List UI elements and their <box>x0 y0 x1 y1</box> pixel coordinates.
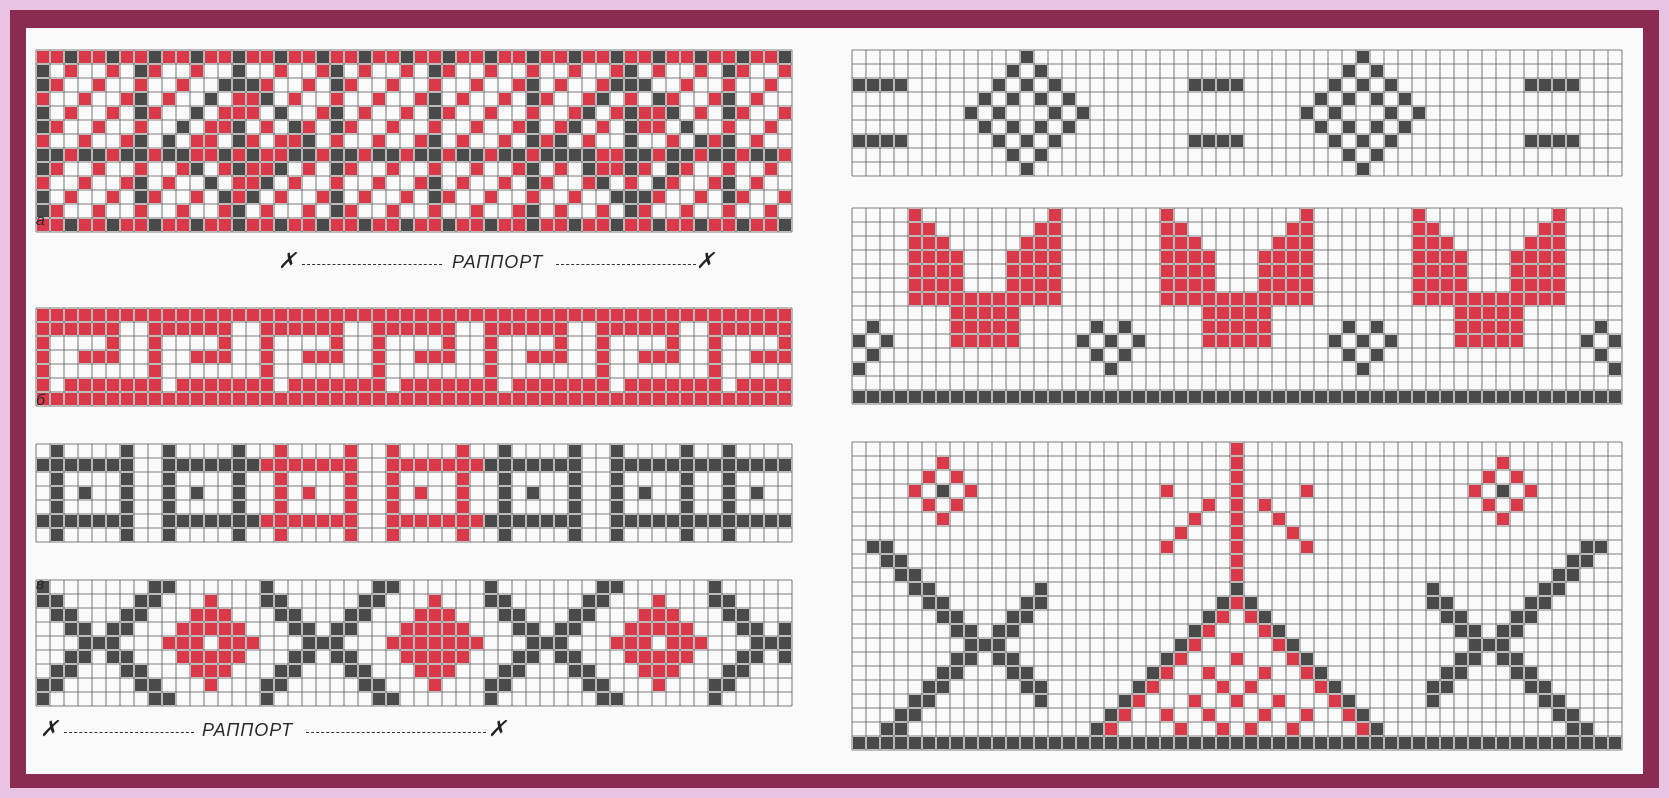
rapport-line-top-left <box>302 264 442 265</box>
embroidery-patterns <box>26 28 1643 774</box>
marker-a: а <box>36 212 46 230</box>
pattern-band-meander <box>36 308 792 406</box>
rapport-end-mark-bottom: ✗ <box>488 718 506 740</box>
rapport-label-bottom: РАППОРТ <box>202 720 293 741</box>
embroidery-sheet: ✗ РАППОРТ ✗ ✗ РАППОРТ ✗ а б в <box>26 28 1643 774</box>
pattern-band-tree <box>852 442 1622 750</box>
pattern-band-top-right <box>852 50 1622 176</box>
rapport-label-top: РАППОРТ <box>452 252 543 273</box>
rapport-start-mark-top: ✗ <box>278 250 296 272</box>
rapport-line-top-right <box>556 264 696 265</box>
rapport-line-bottom-left <box>64 732 194 733</box>
rapport-line-bottom-right <box>306 732 486 733</box>
picture-border: ✗ РАППОРТ ✗ ✗ РАППОРТ ✗ а б в <box>10 10 1659 788</box>
pattern-band-birds <box>852 208 1622 404</box>
pattern-band-top-left <box>36 50 792 232</box>
rapport-end-mark-top: ✗ <box>696 250 714 272</box>
pattern-band-scroll <box>36 444 792 542</box>
pattern-band-rosette <box>36 580 792 706</box>
marker-v: в <box>36 576 45 594</box>
rapport-start-mark-bottom: ✗ <box>40 718 58 740</box>
marker-b: б <box>36 392 46 410</box>
